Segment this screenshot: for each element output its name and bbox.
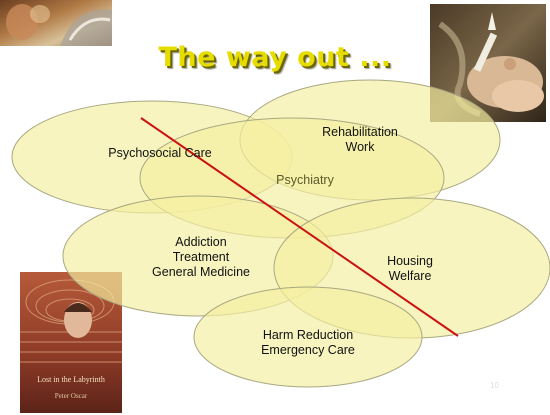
book-title: Lost in the Labyrinth bbox=[37, 375, 105, 384]
label-harm-reduction: Harm Reduction Emergency Care bbox=[261, 328, 355, 357]
label-psychosocial-care: Psychosocial Care bbox=[108, 146, 212, 160]
label-rehabilitation-work: Rehabilitation Work bbox=[322, 125, 398, 154]
page-number: 10 bbox=[490, 381, 499, 390]
ellipse-harm-reduction bbox=[193, 286, 423, 388]
label-addiction-treatment: Addiction Treatment General Medicine bbox=[152, 235, 250, 279]
label-housing-welfare: Housing Welfare bbox=[387, 254, 433, 283]
diagonal-line bbox=[140, 117, 459, 337]
label-psychiatry: Psychiatry bbox=[276, 173, 334, 187]
book-author: Peter Oscar bbox=[54, 392, 88, 400]
slide-title: The way out ... bbox=[158, 42, 392, 73]
top-left-photo bbox=[0, 0, 112, 46]
